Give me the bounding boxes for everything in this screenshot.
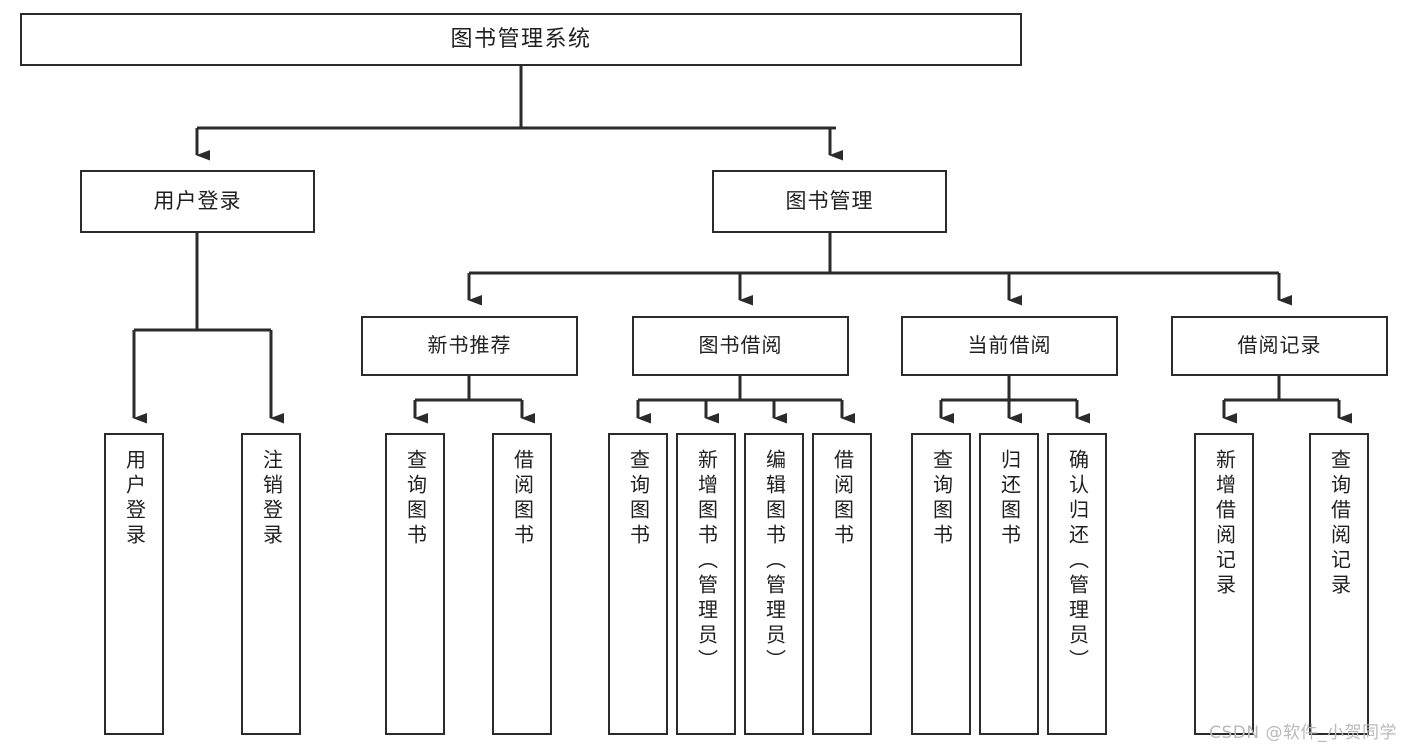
node-label: 新书推荐 xyxy=(427,333,512,358)
node-leaf-borrow-borrow-book[interactable]: 借阅图书 xyxy=(812,433,872,735)
node-leaf-recommend-borrow-book[interactable]: 借阅图书 xyxy=(492,433,552,735)
node-current-borrow[interactable]: 当前借阅 xyxy=(901,316,1118,376)
node-label: 当前借阅 xyxy=(967,333,1052,358)
node-user-login[interactable]: 用户登录 xyxy=(80,170,315,233)
node-leaf-borrow-edit-book-admin[interactable]: 编辑图书（管理员） xyxy=(744,433,804,735)
node-label: 查询借阅记录 xyxy=(1327,449,1352,599)
node-label: 用户登录 xyxy=(122,449,147,549)
node-label: 用户登录 xyxy=(153,189,242,214)
node-label: 借阅图书 xyxy=(830,449,855,549)
node-label: 新增借阅记录 xyxy=(1212,449,1237,599)
node-leaf-current-confirm-return-admin[interactable]: 确认归还（管理员） xyxy=(1047,433,1107,735)
node-label: 确认归还（管理员） xyxy=(1065,449,1090,674)
node-label: 借阅记录 xyxy=(1237,333,1322,358)
node-label: 图书借阅 xyxy=(698,333,783,358)
node-label: 图书管理系统 xyxy=(450,26,592,52)
node-book-borrow[interactable]: 图书借阅 xyxy=(632,316,849,376)
node-new-book-recommend[interactable]: 新书推荐 xyxy=(361,316,578,376)
node-label: 查询图书 xyxy=(403,449,428,549)
node-leaf-user-login-logout[interactable]: 注销登录 xyxy=(241,433,301,735)
node-leaf-records-query-record[interactable]: 查询借阅记录 xyxy=(1309,433,1369,735)
node-label: 注销登录 xyxy=(259,449,284,549)
node-root-book-management-system[interactable]: 图书管理系统 xyxy=(20,13,1022,66)
node-label: 编辑图书（管理员） xyxy=(762,449,787,674)
csdn-watermark: CSDN @软件_小贺同学 xyxy=(1209,723,1397,743)
node-label: 借阅图书 xyxy=(510,449,535,549)
node-book-management[interactable]: 图书管理 xyxy=(712,170,947,233)
node-leaf-user-login-login[interactable]: 用户登录 xyxy=(104,433,164,735)
node-leaf-borrow-query-book[interactable]: 查询图书 xyxy=(608,433,668,735)
node-leaf-current-query-book[interactable]: 查询图书 xyxy=(911,433,971,735)
node-leaf-borrow-add-book-admin[interactable]: 新增图书（管理员） xyxy=(676,433,736,735)
node-label: 归还图书 xyxy=(997,449,1022,549)
node-leaf-records-add-record[interactable]: 新增借阅记录 xyxy=(1194,433,1254,735)
node-label: 查询图书 xyxy=(626,449,651,549)
node-label: 新增图书（管理员） xyxy=(694,449,719,674)
node-leaf-current-return-book[interactable]: 归还图书 xyxy=(979,433,1039,735)
node-label: 图书管理 xyxy=(785,189,874,214)
node-borrow-records[interactable]: 借阅记录 xyxy=(1171,316,1388,376)
node-label: 查询图书 xyxy=(929,449,954,549)
node-leaf-recommend-query-book[interactable]: 查询图书 xyxy=(385,433,445,735)
